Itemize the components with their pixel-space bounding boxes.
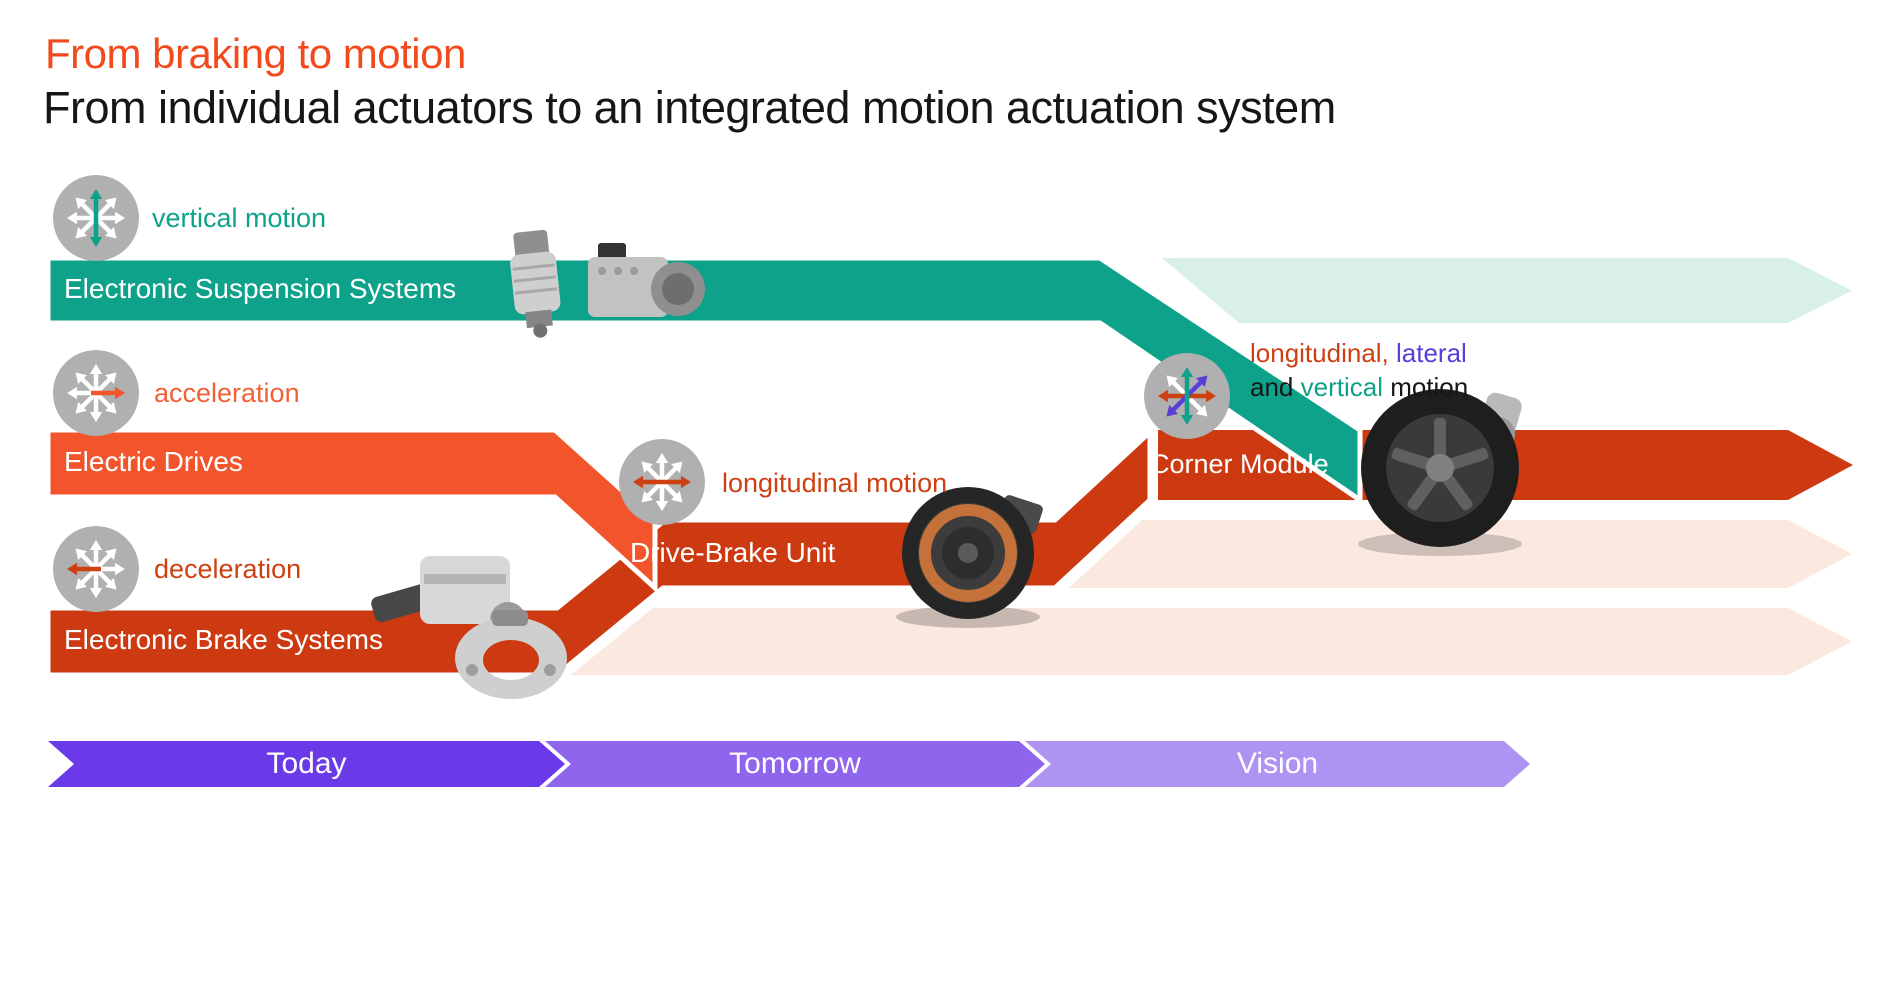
- abs-modulator-unit: [588, 243, 705, 317]
- drive-brake-future-band: [1069, 520, 1852, 588]
- timeline: Today Tomorrow Vision: [0, 741, 1890, 787]
- suspension-band-label: Electronic Suspension Systems: [64, 273, 457, 304]
- vertical-word: vertical: [1300, 372, 1383, 402]
- timeline-vision: Vision: [1025, 741, 1530, 787]
- brakes-future-band: [571, 608, 1852, 675]
- lateral-word: lateral: [1388, 338, 1467, 368]
- suspension-band: [45, 255, 1363, 505]
- vertical-motion-axis-icon: [52, 174, 140, 262]
- drive-brake-unit-wheel: [896, 487, 1043, 628]
- corner-module-wheel: [1358, 389, 1522, 556]
- acceleration-label: acceleration: [154, 378, 300, 408]
- corner-module-band-label: Corner Module: [1150, 449, 1329, 479]
- timeline-today: Today: [48, 741, 565, 787]
- deceleration-axis-icon: [52, 525, 140, 613]
- timeline-today-label: Today: [266, 747, 347, 780]
- timeline-tomorrow-label: Tomorrow: [729, 747, 861, 780]
- and-word: and: [1250, 372, 1301, 402]
- air-suspension-strut: [510, 229, 561, 338]
- longitudinal-motion-axis-icon: [618, 438, 706, 526]
- timeline-tomorrow: Tomorrow: [545, 741, 1045, 787]
- corner-motion-line2: and vertical motion: [1250, 370, 1468, 404]
- corner-motion-line1: longitudinal, lateral: [1250, 336, 1468, 370]
- deceleration-label: deceleration: [154, 554, 302, 584]
- motion-word: motion: [1382, 372, 1469, 402]
- electric-drives-band: [45, 427, 658, 594]
- page-title: From braking to motion: [45, 30, 466, 77]
- drive-brake-band-label: Drive-Brake Unit: [630, 537, 836, 568]
- acceleration-axis-icon: [52, 349, 140, 437]
- page-subtitle: From individual actuators to an integrat…: [43, 82, 1336, 133]
- longitudinal-motion-label: longitudinal motion: [722, 468, 948, 498]
- longitudinal-word: longitudinal,: [1250, 338, 1389, 368]
- corner-module-axis-icon: [1143, 352, 1231, 440]
- corner-motion-label: longitudinal, lateral and vertical motio…: [1250, 336, 1468, 404]
- vertical-motion-label: vertical motion: [152, 203, 327, 233]
- suspension-future-band: [1162, 258, 1852, 323]
- brakes-band-label: Electronic Brake Systems: [64, 624, 383, 655]
- timeline-vision-label: Vision: [1236, 747, 1319, 780]
- drives-band-label: Electric Drives: [64, 446, 243, 477]
- brake-caliper: [455, 610, 567, 699]
